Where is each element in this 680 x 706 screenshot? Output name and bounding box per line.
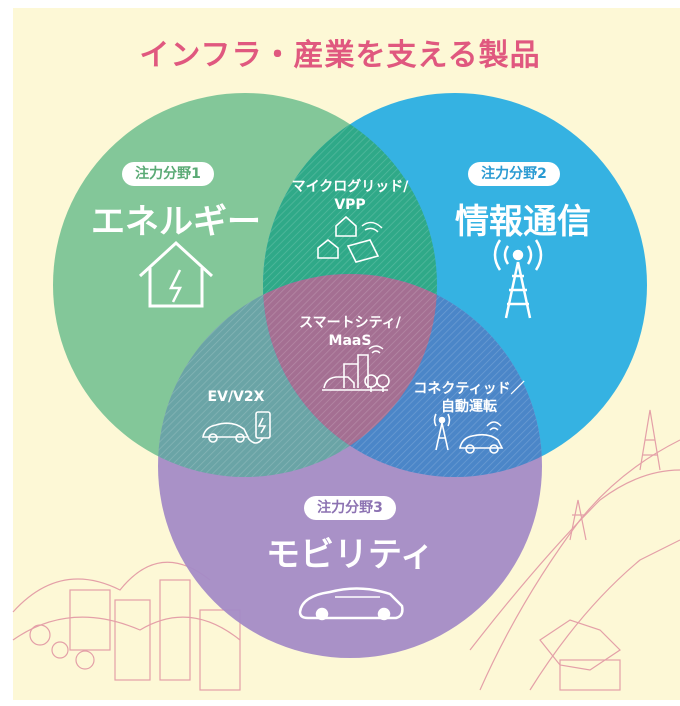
mobility-label: モビリティ — [266, 535, 434, 575]
smart-city-label: スマートシティ/ MaaS — [280, 314, 420, 350]
energy-badge: 注力分野1 — [122, 162, 214, 186]
microgrid-icon — [317, 215, 383, 263]
smart-city-icon — [322, 345, 390, 392]
page-title: インフラ・産業を支える製品 — [139, 38, 541, 73]
telecom-label: 情報通信 — [455, 202, 591, 242]
ev-label: EV/V2X — [207, 389, 265, 405]
home-energy-icon — [138, 240, 214, 308]
connected-label-line1: コネクティッド／ — [413, 381, 525, 397]
smart-city-label-line2: MaaS — [328, 333, 372, 349]
microgrid-label-line1: マイクログリッド/ — [291, 179, 409, 195]
connected-label-line2: 自動運転 — [441, 399, 497, 415]
ev-charging-icon — [202, 411, 271, 444]
connected-car-icon — [433, 413, 504, 454]
antenna-tower-icon — [493, 239, 543, 319]
microgrid-label-line2: VPP — [334, 197, 366, 213]
mobility-badge: 注力分野3 — [304, 496, 396, 520]
telecom-badge: 注力分野2 — [468, 162, 560, 186]
city-illustration — [12, 409, 680, 691]
energy-label: エネルギー — [91, 202, 261, 242]
smart-city-label-line1: スマートシティ/ — [299, 315, 401, 331]
connected-label: コネクティッド／ 自動運転 — [404, 380, 534, 416]
microgrid-label: マイクログリッド/ VPP — [280, 178, 420, 214]
car-icon — [298, 587, 404, 621]
